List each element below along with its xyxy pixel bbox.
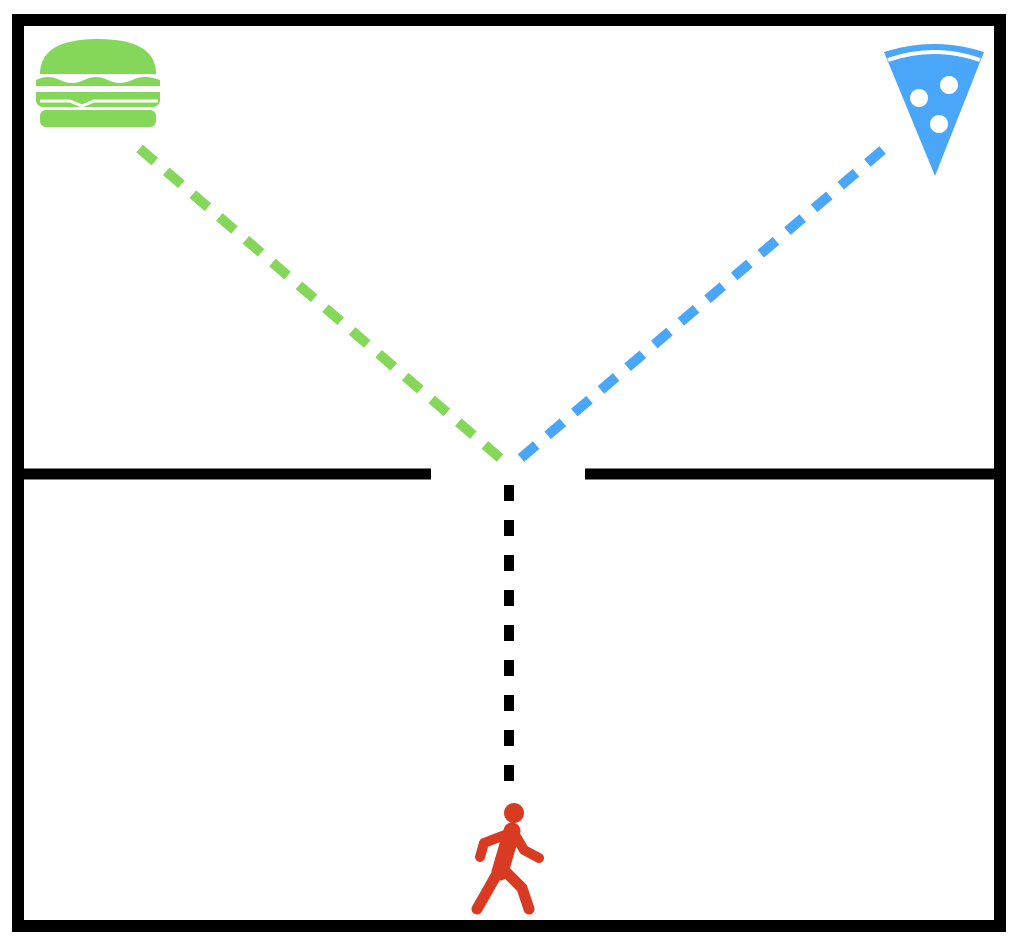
path-door-to-burger bbox=[128, 138, 504, 462]
pizza-icon bbox=[884, 44, 984, 176]
burger-icon bbox=[36, 39, 160, 127]
person-head bbox=[504, 803, 524, 823]
burger-details bbox=[36, 87, 160, 108]
walking-person-icon bbox=[471, 803, 544, 915]
path-door-to-pizza bbox=[517, 138, 896, 462]
